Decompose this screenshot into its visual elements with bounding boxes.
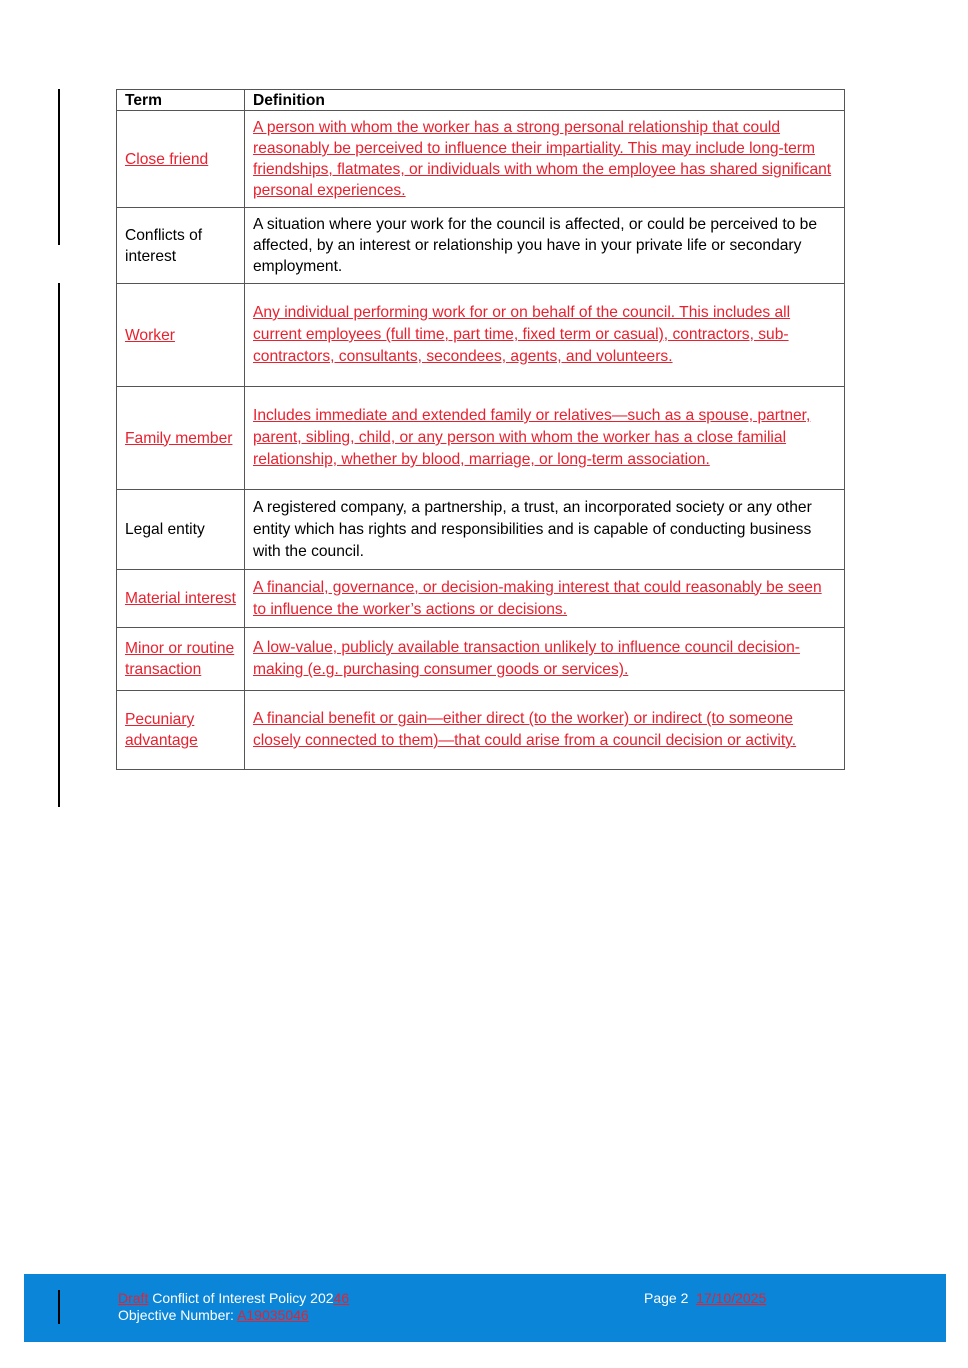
definition-text: A situation where your work for the coun…	[253, 216, 818, 275]
footer-objective-number: A19035046	[237, 1307, 309, 1323]
definition-cell: A financial benefit or gain—either direc…	[244, 690, 845, 770]
definition-cell: A registered company, a partnership, a t…	[244, 489, 845, 570]
definition-text: A registered company, a partnership, a t…	[253, 498, 812, 560]
header-term: Term	[116, 89, 245, 111]
table-header-row: Term Definition	[116, 89, 845, 111]
header-definition: Definition	[244, 89, 845, 111]
term-cell: Material interest	[116, 569, 245, 628]
term-cell: Legal entity	[116, 489, 245, 570]
table-row: Conflicts of interest A situation where …	[116, 207, 845, 284]
term-text: Pecuniary advantage	[125, 711, 198, 749]
definition-text: A person with whom the worker has a stro…	[253, 119, 832, 199]
table-row: Legal entity A registered company, a par…	[116, 489, 845, 570]
change-bar	[58, 1290, 60, 1324]
definition-text: A low-value, publicly available transact…	[253, 639, 800, 678]
term-text: Worker	[125, 326, 175, 344]
term-text: Minor or routine transaction	[125, 640, 235, 678]
change-bar	[58, 89, 60, 245]
footer-date: 17/10/2025	[696, 1290, 767, 1306]
definition-text: A financial, governance, or decision-mak…	[253, 578, 822, 618]
table-row: Family member Includes immediate and ext…	[116, 386, 845, 490]
term-cell: Family member	[116, 386, 245, 490]
definition-text: Any individual performing work for or on…	[253, 304, 791, 365]
term-cell: Pecuniary advantage	[116, 690, 245, 770]
definition-cell: Any individual performing work for or on…	[244, 283, 845, 387]
footer-objective: Objective Number: A19035046	[118, 1307, 309, 1324]
term-cell: Conflicts of interest	[116, 207, 245, 284]
term-text: Material interest	[125, 590, 236, 607]
term-cell: Worker	[116, 283, 245, 387]
footer-title: Conflict of Interest Policy 202	[152, 1290, 334, 1306]
table-row: Close friend A person with whom the work…	[116, 110, 845, 208]
definition-cell: A financial, governance, or decision-mak…	[244, 569, 845, 628]
term-text: Family member	[125, 429, 233, 447]
footer-draft-label: Draft	[118, 1290, 149, 1306]
table-row: Minor or routine transaction A low-value…	[116, 627, 845, 691]
table-row: Pecuniary advantage A financial benefit …	[116, 690, 845, 770]
footer-page-number: Page 2	[644, 1290, 689, 1306]
footer-year-suffix: 46	[333, 1290, 350, 1306]
definition-cell: A low-value, publicly available transact…	[244, 627, 845, 691]
term-cell: Minor or routine transaction	[116, 627, 245, 691]
footer-objective-label: Objective Number:	[118, 1307, 234, 1323]
definitions-table: Term Definition Close friend A person wi…	[116, 89, 845, 770]
table-row: Worker Any individual performing work fo…	[116, 283, 845, 387]
change-bar	[58, 283, 60, 807]
definition-cell: A situation where your work for the coun…	[244, 207, 845, 284]
footer-page-info: Page 2 17/10/2025	[644, 1290, 766, 1307]
definition-text: A financial benefit or gain—either direc…	[253, 710, 797, 749]
footer-document-title: Draft Conflict of Interest Policy 20246	[118, 1290, 349, 1307]
definition-text: Includes immediate and extended family o…	[253, 407, 811, 468]
term-text: Conflicts of interest	[125, 226, 203, 265]
table-row: Material interest A financial, governanc…	[116, 569, 845, 628]
definition-cell: A person with whom the worker has a stro…	[244, 110, 845, 208]
term-text: Legal entity	[125, 521, 205, 538]
term-text: Close friend	[125, 150, 209, 168]
page-footer: Draft Conflict of Interest Policy 20246 …	[24, 1274, 946, 1342]
definition-cell: Includes immediate and extended family o…	[244, 386, 845, 490]
term-cell: Close friend	[116, 110, 245, 208]
